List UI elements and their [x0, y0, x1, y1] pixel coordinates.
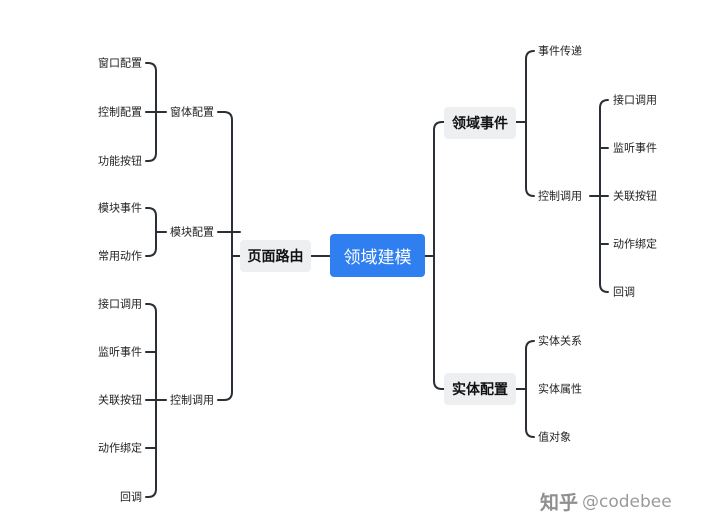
main-node-page-routing[interactable]: 页面路由 [240, 240, 311, 272]
link-group-module [147, 207, 167, 257]
main-node-entity-config[interactable]: 实体配置 [444, 373, 516, 405]
main-node-entity-config-label: 实体配置 [452, 382, 508, 398]
link-control-right [589, 99, 609, 293]
link-entity-children [515, 340, 535, 438]
leaf-function-button[interactable]: 功能按钮 [98, 154, 142, 168]
leaf-right-callback[interactable]: 回调 [613, 285, 635, 299]
leaf-right-interface-call[interactable]: 接口调用 [613, 93, 657, 107]
link-left-trunk [217, 111, 241, 401]
group-window-config[interactable]: 窗体配置 [170, 105, 214, 119]
main-node-page-routing-label: 页面路由 [247, 249, 304, 265]
leaf-callback[interactable]: 回调 [120, 490, 142, 504]
leaf-interface-call[interactable]: 接口调用 [98, 297, 142, 311]
child-entity-relation[interactable]: 实体关系 [538, 334, 582, 348]
group-control-call[interactable]: 控制调用 [170, 393, 214, 407]
leaf-control-config[interactable]: 控制配置 [98, 105, 142, 119]
watermark-handle: @codebee [582, 491, 672, 512]
link-group-window [145, 62, 167, 162]
watermark-logo: 知乎 [540, 492, 579, 514]
link-event-children [515, 50, 535, 197]
leaf-listen-event[interactable]: 监听事件 [98, 345, 142, 359]
watermark: 知乎 @codebee [540, 488, 672, 515]
leaf-window-config[interactable]: 窗口配置 [98, 56, 142, 70]
leaf-module-event[interactable]: 模块事件 [98, 201, 142, 215]
link-group-control-left [145, 303, 167, 498]
child-event-passing[interactable]: 事件传递 [538, 44, 582, 58]
link-right-event [433, 121, 445, 257]
leaf-link-button[interactable]: 关联按钮 [98, 393, 142, 407]
root-label: 领域建模 [343, 248, 412, 268]
leaf-common-action[interactable]: 常用动作 [98, 249, 142, 263]
leaf-right-link-button[interactable]: 关联按钮 [613, 189, 657, 203]
child-control-call[interactable]: 控制调用 [538, 189, 582, 203]
leaf-action-binding[interactable]: 动作绑定 [98, 441, 142, 455]
leaf-right-listen-event[interactable]: 监听事件 [613, 141, 657, 155]
root-node[interactable]: 领域建模 [330, 234, 425, 277]
group-module-config[interactable]: 模块配置 [170, 225, 214, 239]
main-node-domain-event-label: 领域事件 [452, 116, 508, 132]
link-right-entity [433, 255, 445, 390]
child-entity-attribute[interactable]: 实体属性 [538, 382, 582, 396]
leaf-right-action-binding[interactable]: 动作绑定 [613, 237, 657, 251]
main-node-domain-event[interactable]: 领域事件 [444, 107, 516, 139]
child-value-object[interactable]: 值对象 [538, 430, 571, 444]
